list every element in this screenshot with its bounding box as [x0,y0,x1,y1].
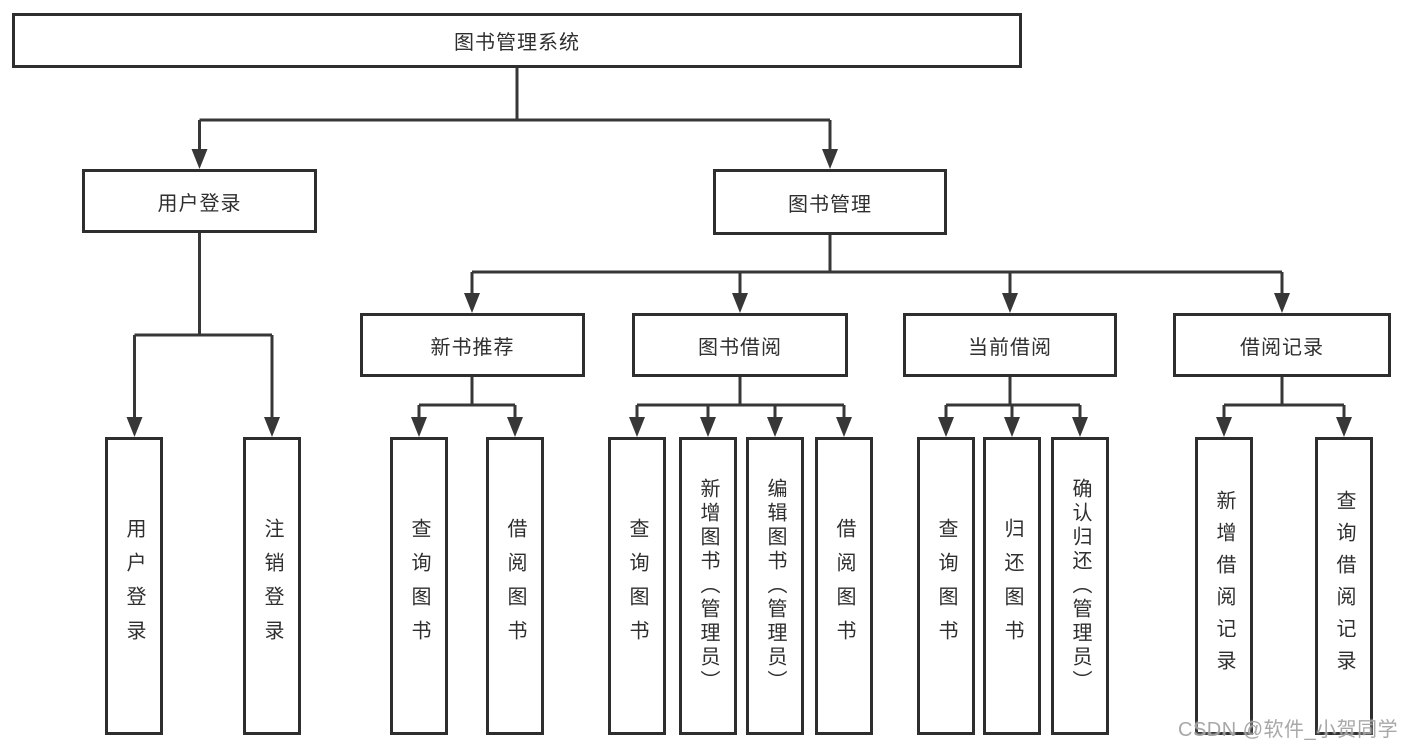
node-library-management-system: 图书管理系统 [12,13,1022,68]
leaf-add-books-admin: 新增图书（管理员） [679,437,737,735]
leaf-borrow-books-recommend: 借阅图书 [486,437,544,735]
leaf-query-books-current-label: 查询图书 [935,518,957,654]
borrowing-records-label: 借阅记录 [1240,336,1324,359]
book-borrowing-label: 图书借阅 [698,336,782,359]
leaf-add-borrow-record: 新增借阅记录 [1195,437,1253,735]
book-management-label: 图书管理 [788,193,872,216]
root-label: 图书管理系统 [454,32,580,54]
leaf-borrow-books-recommend-label: 借阅图书 [504,518,526,654]
leaf-confirm-return-admin: 确认归还（管理员） [1051,437,1109,735]
node-borrowing-records: 借阅记录 [1173,313,1391,377]
current-borrowing-label: 当前借阅 [968,336,1052,359]
node-user-login: 用户登录 [82,169,317,233]
user-login-label: 用户登录 [157,192,242,215]
node-new-book-recommendation: 新书推荐 [360,313,585,377]
leaf-query-books-borrowing: 查询图书 [608,437,666,735]
leaf-logout-label: 注销登录 [261,518,283,654]
leaf-user-login: 用户登录 [105,437,163,735]
new-book-recommendation-label: 新书推荐 [430,336,515,359]
leaf-query-books-current: 查询图书 [917,437,975,735]
leaf-return-books-label: 归还图书 [1001,518,1023,654]
arrowhead-icons [126,149,1352,437]
leaf-logout: 注销登录 [243,437,301,735]
leaf-edit-books-admin-label: 编辑图书（管理员） [764,478,786,694]
leaf-query-books-recommend: 查询图书 [390,437,448,735]
leaf-query-borrow-record: 查询借阅记录 [1315,437,1373,735]
leaf-add-borrow-record-label: 新增借阅记录 [1213,490,1235,682]
node-book-borrowing: 图书借阅 [632,313,848,377]
leaf-return-books: 归还图书 [983,437,1041,735]
node-book-management: 图书管理 [713,169,947,235]
leaf-borrow-books: 借阅图书 [815,437,873,735]
leaf-user-login-label: 用户登录 [123,518,145,654]
leaf-confirm-return-admin-label: 确认归还（管理员） [1069,478,1091,694]
leaf-borrow-books-label: 借阅图书 [833,518,855,654]
node-current-borrowing: 当前借阅 [903,313,1117,377]
leaf-add-books-admin-label: 新增图书（管理员） [697,478,719,694]
leaf-query-borrow-record-label: 查询借阅记录 [1333,490,1355,682]
csdn-watermark: CSDN @软件_小贺同学 [1178,719,1399,741]
leaf-query-books-borrowing-label: 查询图书 [626,518,648,654]
leaf-edit-books-admin: 编辑图书（管理员） [746,437,804,735]
leaf-query-books-recommend-label: 查询图书 [408,518,430,654]
